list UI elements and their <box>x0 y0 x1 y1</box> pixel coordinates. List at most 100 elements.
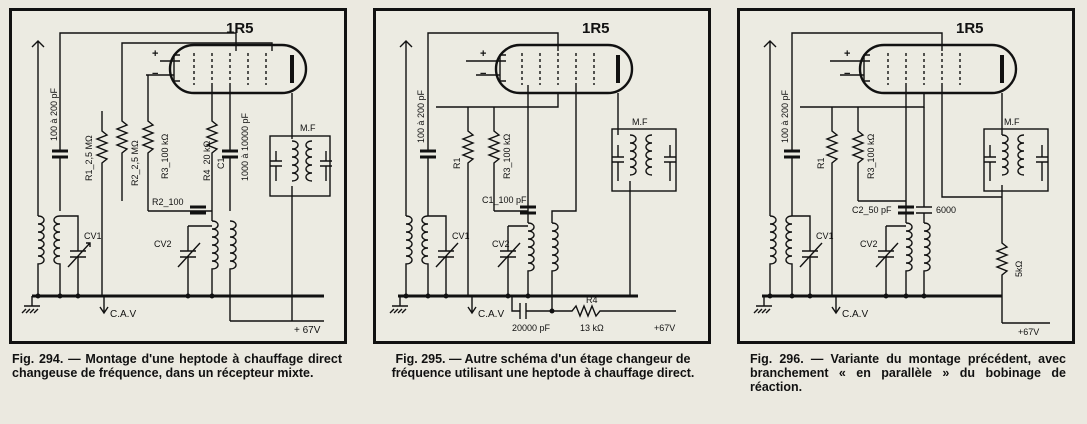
coil-osc-1 <box>527 222 535 296</box>
junction-dot <box>883 293 889 299</box>
junction-dot <box>549 308 555 314</box>
cav-arrow-icon <box>467 296 477 315</box>
schematic-296: 1R5 + − 100 à 200 pF R1 R3_100 kΩ C2_50 … <box>753 20 1050 337</box>
filament <box>173 54 180 82</box>
wire <box>148 210 213 221</box>
coil-antenna <box>37 215 45 296</box>
junction-dot <box>903 293 909 299</box>
mf-cap-2 <box>1036 145 1048 181</box>
coil-antenna <box>769 215 777 296</box>
v67-label: +67V <box>1018 327 1039 337</box>
cav-arrow-icon <box>99 296 109 315</box>
junction-dot <box>525 293 531 299</box>
cap1-label: 100 à 200 pF <box>780 89 790 143</box>
variable-cap-cv1 <box>435 221 459 296</box>
junction-dot <box>35 293 41 299</box>
cv1-label: CV1 <box>452 231 470 241</box>
top-wire-grid <box>427 32 559 121</box>
cav-arrow-icon <box>831 296 841 315</box>
mf-coil-1 <box>291 140 299 182</box>
junction-dot <box>185 293 191 299</box>
junction-dot <box>807 293 813 299</box>
tube-label: 1R5 <box>956 20 984 37</box>
ground-icon <box>753 296 772 314</box>
c2-label: C2_50 pF <box>852 205 892 215</box>
cav-label: C.A.V <box>478 309 504 320</box>
coil-osc-2 <box>229 220 237 321</box>
mf-label: M.F <box>1004 117 1020 127</box>
cap1-label: 100 à 200 pF <box>416 89 426 143</box>
wires <box>436 60 559 108</box>
resistor-r3 <box>851 107 865 201</box>
mf-box <box>983 128 1049 192</box>
caption-number: Fig. 294. <box>12 352 64 366</box>
mf-cap-2 <box>320 151 332 181</box>
variable-cap-cv2 <box>497 226 521 296</box>
v67-label: +67V <box>654 323 675 333</box>
junction-dot <box>75 293 81 299</box>
junction-dot <box>789 293 795 299</box>
filament <box>863 54 870 82</box>
figure-294: 1R5 + − 100 à 200 pF R1_2,5 MΩ R2_2,5 MΩ… <box>9 8 347 344</box>
c6000-label: 6000 <box>936 205 956 215</box>
junction-dot <box>921 293 927 299</box>
coil-osc-1 <box>211 220 219 296</box>
r1-label: R1 <box>816 157 826 169</box>
mf-cap-1 <box>612 145 624 181</box>
tube-envelope <box>168 43 308 95</box>
plus-label: + <box>480 48 486 60</box>
junction-dot <box>403 293 409 299</box>
mf-cap-1 <box>270 151 282 181</box>
minus-label: − <box>152 68 158 80</box>
cav-label: C.A.V <box>110 309 136 320</box>
plus-label: + <box>152 48 158 60</box>
coil-grid <box>785 215 793 296</box>
caption-number: Fig. 295. <box>395 352 446 366</box>
decoupling-r4-c <box>511 296 676 319</box>
figure-296: 1R5 + − 100 à 200 pF R1 R3_100 kΩ C2_50 … <box>737 8 1075 344</box>
mf-coil-1 <box>1001 134 1009 176</box>
resistor-r1 <box>461 107 475 296</box>
top-wire-grid <box>59 32 237 111</box>
variable-cap-cv1 <box>67 221 91 296</box>
filament <box>499 54 506 82</box>
cv1-label: CV1 <box>816 231 834 241</box>
r4-label: R4_20 kΩ <box>202 140 212 181</box>
cv2-label: CV2 <box>154 239 172 249</box>
r4-label: R4 <box>586 295 598 305</box>
caption-text: — Autre schéma d'un étage changeur de fr… <box>391 352 695 380</box>
caption-296: Fig. 296. — Variante du montage précéden… <box>750 352 1066 394</box>
plus-label: + <box>844 48 850 60</box>
mf-cap-1 <box>984 145 996 181</box>
coil-osc-1 <box>905 222 913 296</box>
antenna-icon <box>399 40 413 59</box>
wire <box>60 215 103 296</box>
resistor-r1 <box>825 107 839 296</box>
variable-cap-cv2 <box>177 226 201 296</box>
v67-label: + 67V <box>294 325 321 336</box>
r5k-label: 5kΩ <box>1014 260 1024 277</box>
cav-label: C.A.V <box>842 309 868 320</box>
cap1-label: 100 à 200 pF <box>49 87 59 141</box>
r3-label: R3_100 kΩ <box>502 133 512 179</box>
mf-coil-2 <box>305 140 313 182</box>
variable-cap-cv2 <box>875 226 899 296</box>
resistor-5k <box>995 185 1009 323</box>
schematic-295: 1R5 + − 100 à 200 pF R1 R3_100 kΩ C1_100… <box>389 20 677 333</box>
junction-dot <box>505 293 511 299</box>
coil-grid <box>421 215 429 296</box>
cv2-label: CV2 <box>860 239 878 249</box>
mf-coil-2 <box>645 134 653 176</box>
tube-envelope <box>494 43 634 95</box>
mf-label: M.F <box>632 117 648 127</box>
c1-label: C1_100 pF <box>482 195 527 205</box>
mf-box <box>611 128 677 192</box>
minus-label: − <box>844 68 850 80</box>
resistor-r1 <box>95 111 109 281</box>
r1-label: R1 <box>452 157 462 169</box>
coil-antenna <box>405 215 413 296</box>
caption-number: Fig. 296. <box>750 352 804 366</box>
r2b-label: R2_100 <box>152 197 184 207</box>
schematic-294: 1R5 + − 100 à 200 pF R1_2,5 MΩ R2_2,5 MΩ… <box>21 20 332 336</box>
junction-dot <box>57 293 63 299</box>
